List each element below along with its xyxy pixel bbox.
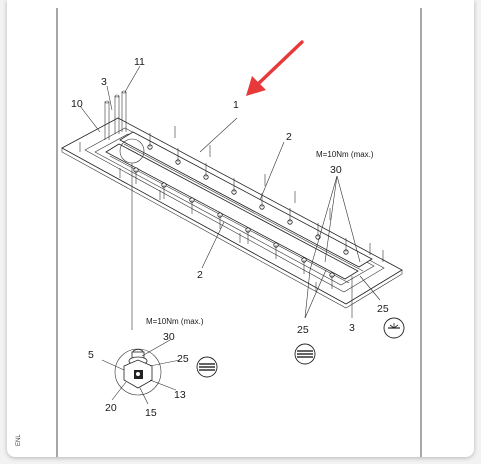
label-5: 5 [88,349,94,361]
clamp-bar-upper [119,131,373,272]
screw-row-upper [147,133,349,255]
label-30-top: 30 [330,164,342,176]
label-13: 13 [174,389,186,401]
guide-pins [104,90,127,140]
label-2-lower: 2 [197,269,203,281]
label-15: 15 [145,407,157,419]
label-25-right: 25 [377,303,389,315]
leader-lines [79,65,381,405]
torque-label-top: M=10Nm (max.) [316,150,374,159]
clamp-bar-lower [105,143,359,284]
detail-view [114,348,162,396]
label-3-bottom: 3 [349,322,355,334]
plate-studs [79,126,384,292]
assembly-drawing: 1 2 2 3 3 11 10 M=10Nm (max.) 30 25 25 M… [16,8,422,457]
lubrication-symbol-detail [196,356,218,378]
annotation-arrow [246,40,304,96]
label-2-upper: 2 [286,131,292,143]
lubrication-symbol-center [294,343,316,365]
label-25-center: 25 [297,324,309,336]
side-label: ENL [16,434,22,446]
screw-row-lower [133,167,335,289]
label-30-detail: 30 [163,331,175,343]
label-25-detail: 25 [177,353,189,365]
label-20: 20 [105,402,117,414]
lubrication-symbol-right [383,317,405,339]
label-10: 10 [71,98,83,110]
torque-label-detail: M=10Nm (max.) [146,317,204,326]
label-1: 1 [233,99,239,111]
label-3-top: 3 [101,76,107,88]
label-11: 11 [134,56,145,68]
drawing-page: 1 2 2 3 3 11 10 M=10Nm (max.) 30 25 25 M… [7,0,474,457]
